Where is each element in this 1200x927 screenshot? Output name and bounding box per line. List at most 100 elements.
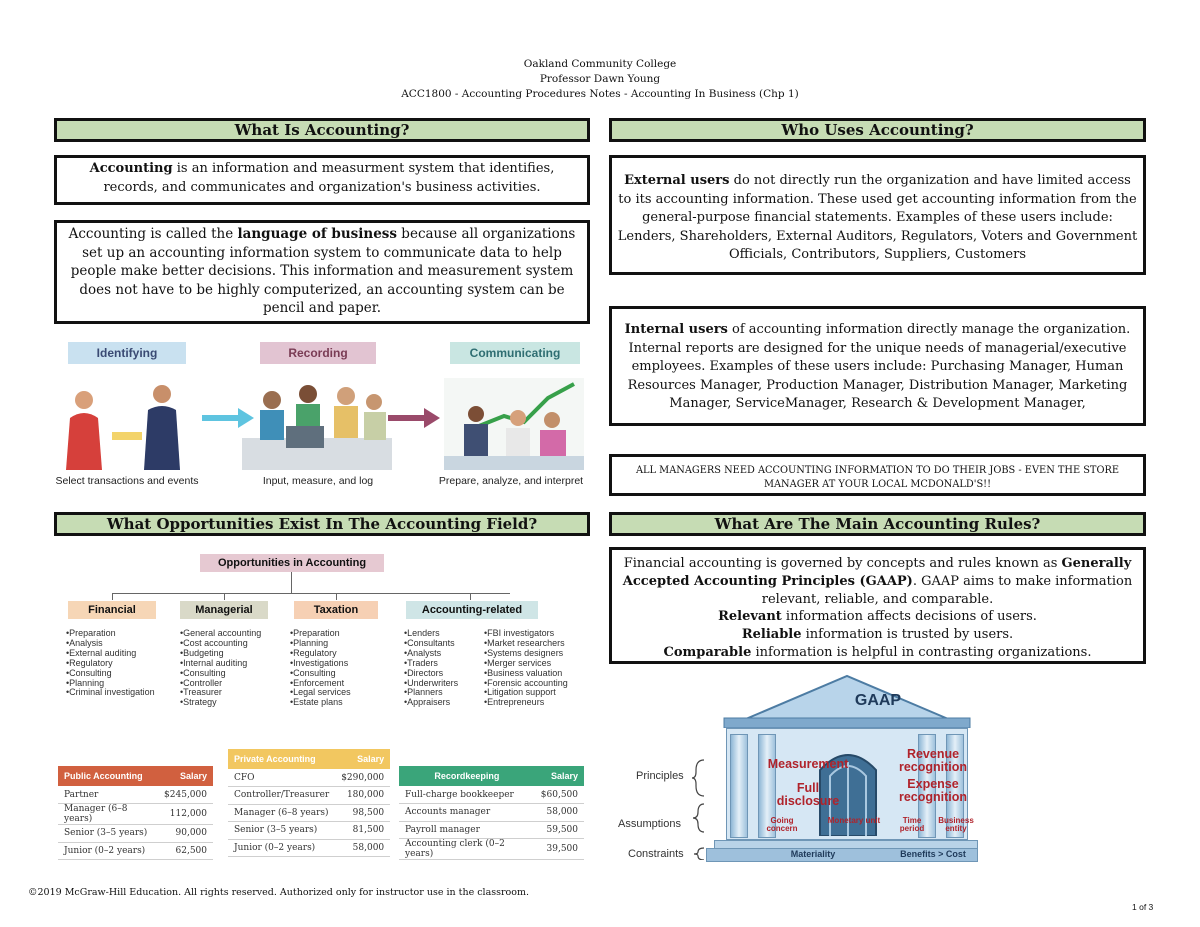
benefits-cost-label: Benefits > Cost xyxy=(900,849,966,859)
list-item: Market researchers xyxy=(484,638,590,649)
table-row: Senior (3–5 years)90,000 xyxy=(58,824,213,843)
table-cell: $245,000 xyxy=(158,786,213,804)
list-item: Enforcement xyxy=(290,678,390,689)
expense-recognition-label: Expense recognition xyxy=(898,777,968,804)
reliable-term: Reliable xyxy=(741,627,802,643)
external-users-box: External users do not directly run the o… xyxy=(609,155,1146,275)
section-accounting-rules: What Are The Main Accounting Rules? xyxy=(609,512,1146,536)
list-item: FBI investigators xyxy=(484,628,590,639)
category-accounting-related: Accounting-related xyxy=(406,601,538,619)
list-item: Internal auditing xyxy=(180,658,288,669)
gaap-roof-label: GAAP xyxy=(854,692,902,709)
full-disclosure-label: Full disclosure xyxy=(776,781,840,808)
arrow-right-icon xyxy=(388,408,440,428)
list-item: Entrepreneurs xyxy=(484,697,590,708)
list-item: External auditing xyxy=(66,648,174,659)
list-item: Treasurer xyxy=(180,688,288,698)
managers-note-box: ALL MANAGERS NEED ACCOUNTING INFORMATION… xyxy=(609,454,1146,496)
list-item: Litigation support xyxy=(484,688,590,698)
definition-term: Accounting xyxy=(89,161,173,176)
copyright-notice: ©2019 McGraw-Hill Education. All rights … xyxy=(28,887,530,898)
managerial-list: General accounting Cost accounting Budge… xyxy=(180,628,288,708)
course-title: ACC1800 - Accounting Procedures Notes - … xyxy=(401,88,799,100)
list-item: Strategy xyxy=(180,697,288,708)
list-item: Budgeting xyxy=(180,648,288,659)
page-number: 1 of 3 xyxy=(1132,902,1154,912)
building-column xyxy=(758,734,776,838)
table-cell: Junior (0–2 years) xyxy=(228,839,336,857)
table-row: Full-charge bookkeeper$60,500 xyxy=(399,786,584,804)
reliable-text: information is trusted by users. xyxy=(801,627,1014,643)
rules-intro-text-end: . GAAP aims to make information relevant… xyxy=(761,573,1133,607)
list-item: Consulting xyxy=(66,668,174,679)
table-row: Manager (6–8 years)98,500 xyxy=(228,804,391,822)
table-cell: 90,000 xyxy=(158,824,213,843)
list-item: Analysts xyxy=(404,648,484,659)
accounting-related-list-b: FBI investigators Market researchers Sys… xyxy=(484,628,590,708)
table-header: Public Accounting xyxy=(64,771,143,781)
section-opportunities: What Opportunities Exist In The Accounti… xyxy=(54,512,590,536)
building-column xyxy=(730,734,748,838)
table-cell: Partner xyxy=(58,786,159,804)
communicating-caption: Prepare, analyze, and interpret xyxy=(438,475,584,487)
table-header: Salary xyxy=(179,771,207,781)
table-row: Manager (6–8 years)112,000 xyxy=(58,803,213,825)
table-cell: 39,500 xyxy=(534,838,584,860)
accounting-related-list-a: Lenders Consultants Analysts Traders Dir… xyxy=(404,628,484,708)
communicating-illustration xyxy=(444,378,584,470)
recording-label: Recording xyxy=(260,342,376,364)
gaap-roof xyxy=(723,674,971,728)
gaap-term: Generally Accepted Accounting Principles… xyxy=(622,556,1132,589)
going-concern-label: Going concern xyxy=(766,816,798,833)
brace-icon xyxy=(691,759,705,860)
table-cell: $290,000 xyxy=(335,769,391,787)
tree-connector xyxy=(112,593,510,594)
list-item: Cost accounting xyxy=(180,638,288,649)
list-item: Controller xyxy=(180,678,288,689)
table-header: Salary xyxy=(550,771,578,781)
table-row: CFO$290,000 xyxy=(228,769,391,787)
internal-users-box: Internal users of accounting information… xyxy=(609,306,1146,426)
communicating-label: Communicating xyxy=(450,342,580,364)
list-item: Directors xyxy=(404,668,484,679)
financial-list: Preparation Analysis External auditing R… xyxy=(66,628,174,698)
table-cell: 58,000 xyxy=(335,839,391,857)
list-item: Criminal investigation xyxy=(66,688,174,698)
list-item: Consultants xyxy=(404,638,484,649)
table-cell: 58,000 xyxy=(534,803,584,822)
tree-connector xyxy=(336,593,337,600)
private-accounting-table: Private Accounting Salary CFO$290,000 Co… xyxy=(228,749,391,857)
list-item: Lenders xyxy=(404,628,484,639)
identifying-label: Identifying xyxy=(68,342,186,364)
list-item: Legal services xyxy=(290,688,390,698)
list-item: Planning xyxy=(290,638,390,649)
section-what-is-accounting: What Is Accounting? xyxy=(54,118,590,142)
monetary-unit-label: Monetary unit xyxy=(827,816,881,825)
accounting-process-illustration: Identifying Recording Communicating Sele… xyxy=(54,338,590,498)
identifying-people-illustration xyxy=(66,385,180,470)
language-post-text: because all organizations set up an acco… xyxy=(70,226,576,316)
list-item: Investigations xyxy=(290,658,390,669)
table-cell: Accounts manager xyxy=(399,803,535,822)
table-row: Accounting clerk (0–2 years)39,500 xyxy=(399,838,584,860)
principles-label: Principles xyxy=(636,770,684,782)
gaap-rules-box: Financial accounting is governed by conc… xyxy=(609,547,1146,664)
category-taxation: Taxation xyxy=(294,601,378,619)
relevant-text: information affects decisions of users. xyxy=(781,609,1037,625)
table-header: Salary xyxy=(357,754,385,764)
professor-name: Professor Dawn Young xyxy=(539,73,661,85)
list-item: Consulting xyxy=(290,668,390,679)
building-door xyxy=(819,754,877,836)
list-item: Estate plans xyxy=(290,697,390,708)
table-cell: $60,500 xyxy=(534,786,584,804)
table-header: Private Accounting xyxy=(234,754,316,764)
identifying-caption: Select transactions and events xyxy=(55,475,199,487)
college-name: Oakland Community College xyxy=(523,58,677,70)
gaap-building-illustration: Principles Assumptions Constraints GAAP … xyxy=(618,672,978,864)
table-row: Senior (3–5 years)81,500 xyxy=(228,821,391,840)
table-cell: 62,500 xyxy=(158,842,213,860)
assumptions-label: Assumptions xyxy=(618,818,681,830)
recordkeeping-table: Recordkeeping Salary Full-charge bookkee… xyxy=(399,766,584,860)
table-header: Recordkeeping xyxy=(434,771,500,781)
